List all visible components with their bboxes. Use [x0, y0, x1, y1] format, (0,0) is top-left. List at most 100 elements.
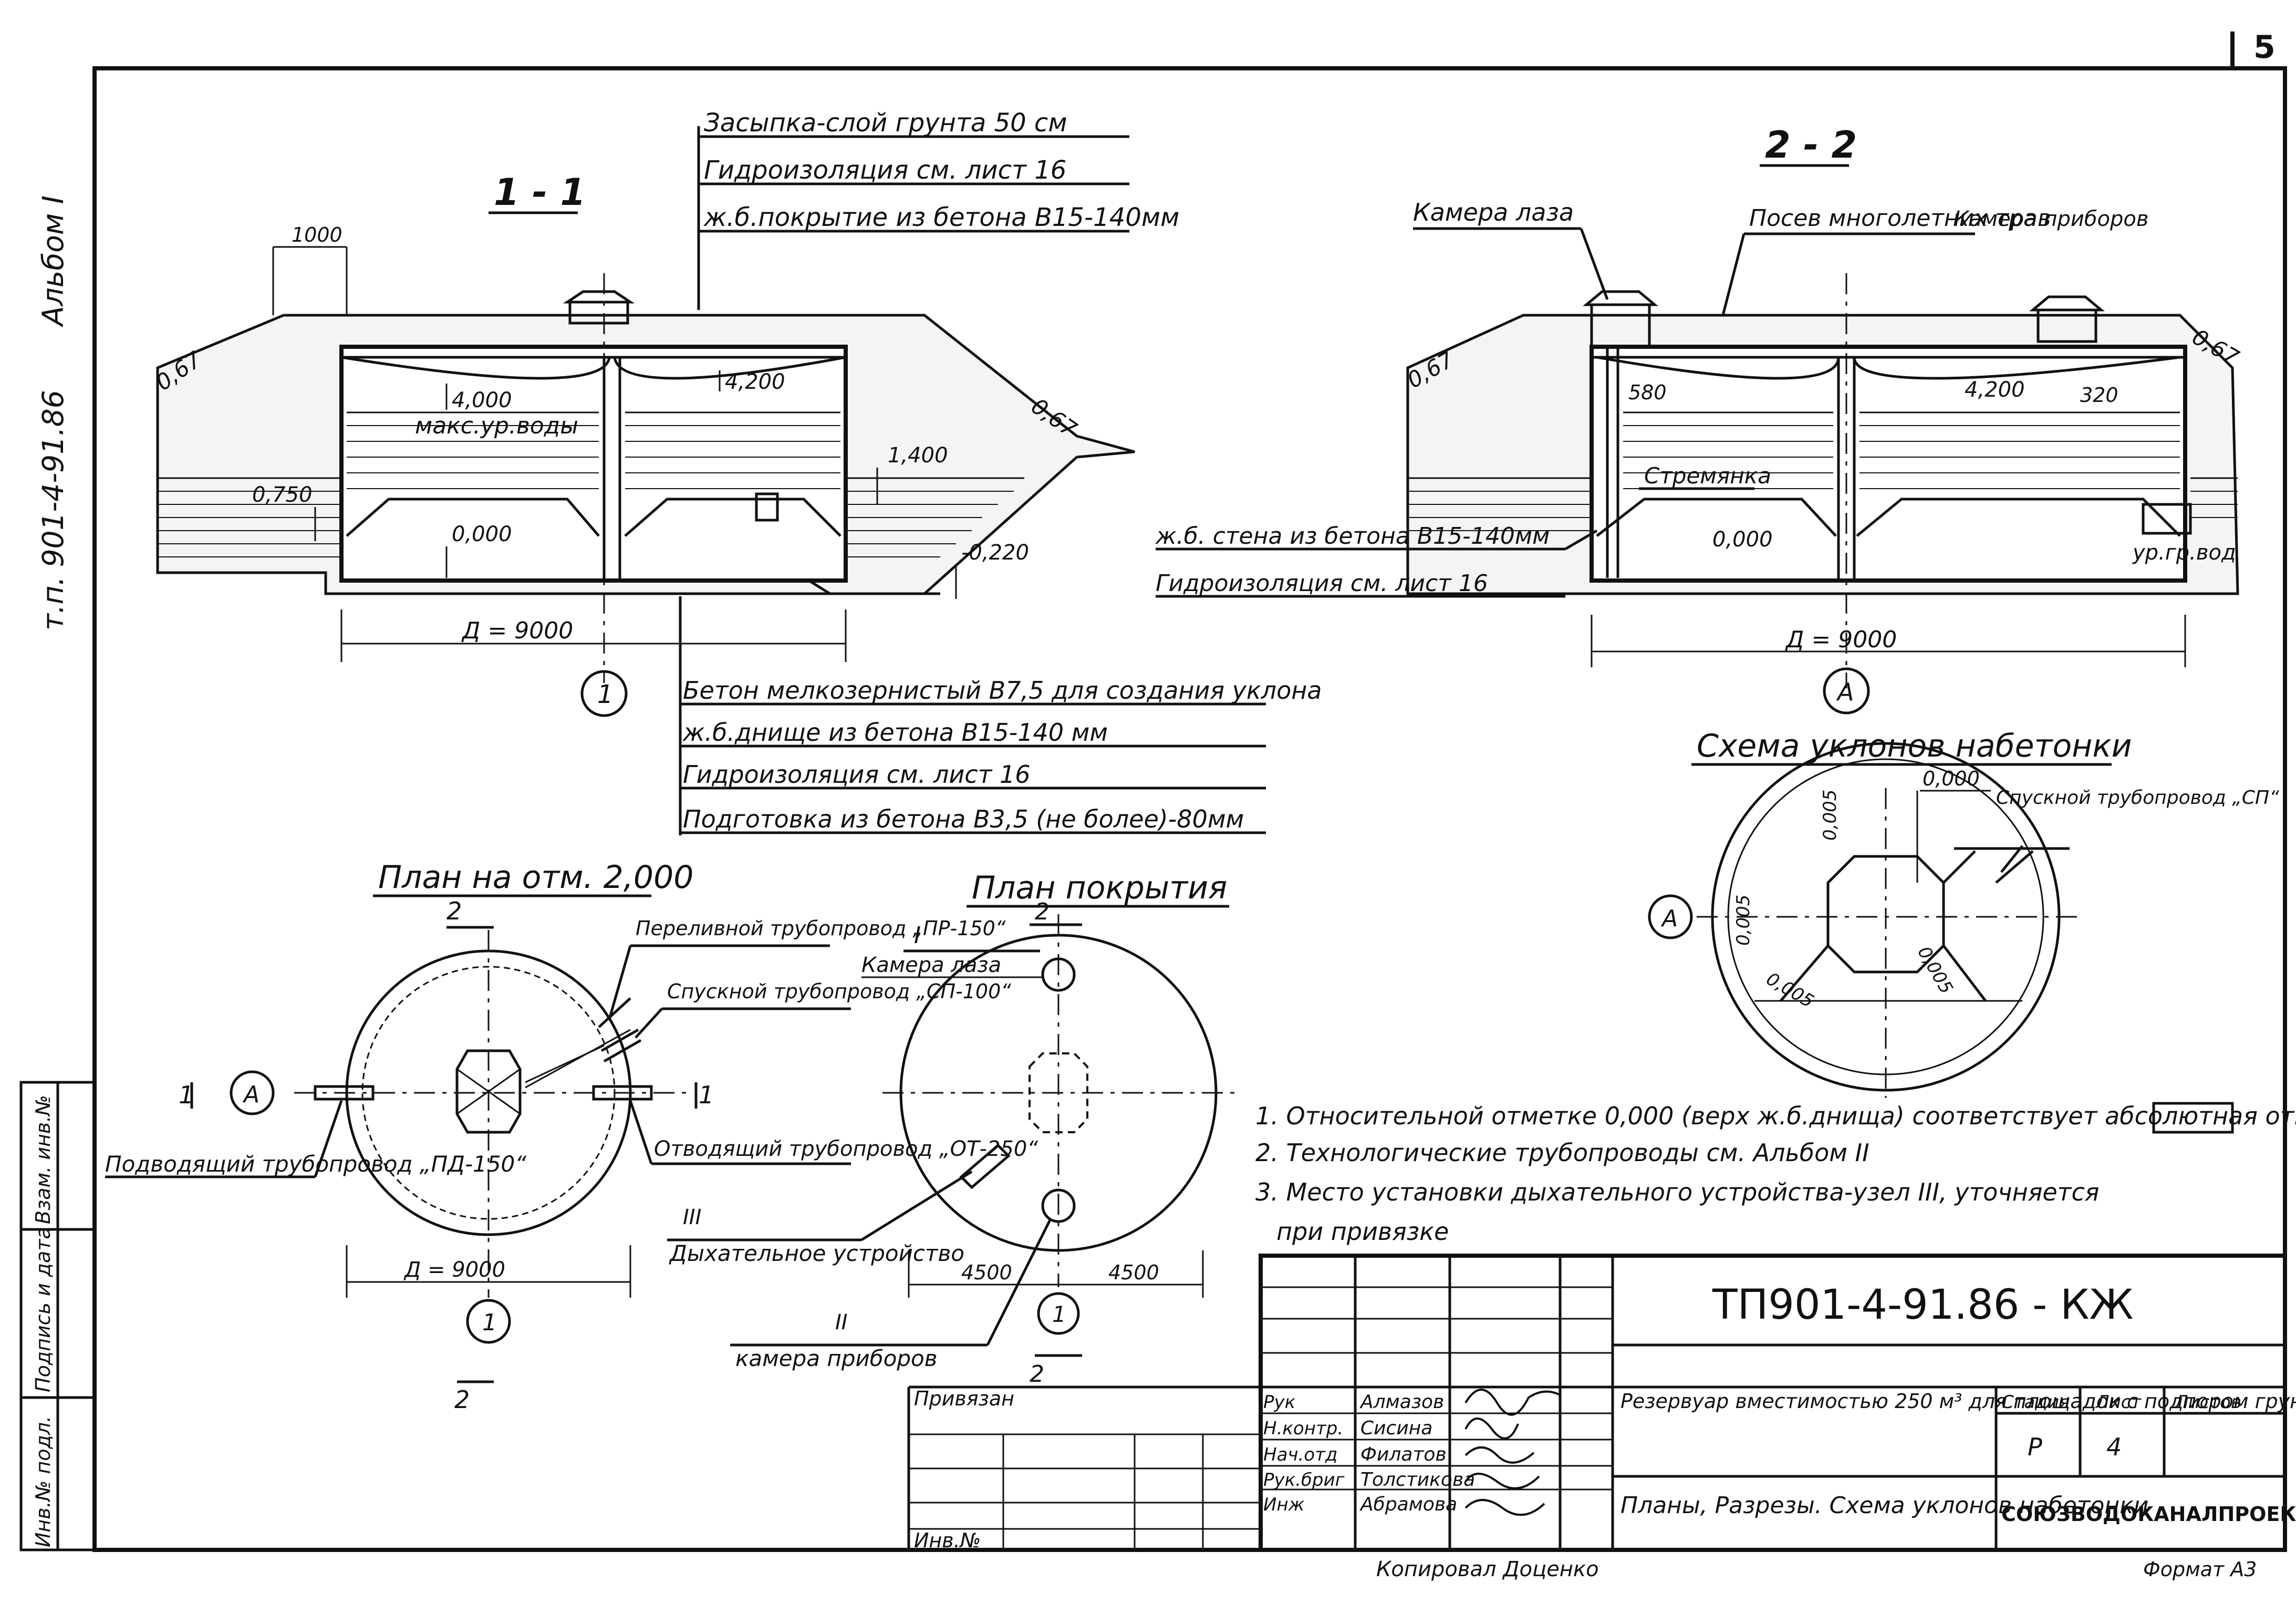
plan-2000-cut-top: 2 [446, 897, 462, 925]
sheet-value: 4 [2106, 1433, 2122, 1461]
section-1-1-base-3: Гидроизоляция см. лист 16 [683, 760, 1031, 789]
section-1-1-diameter: Д = 9000 [461, 617, 573, 644]
plan-cover-cut-bottom: 2 [1030, 1361, 1044, 1388]
plan-2000-axis-a [230, 1070, 275, 1115]
section-1-1-base-2: ж.б.днище из бетона В15-140 мм [682, 718, 1108, 747]
section-2-2-level-4200: 4,200 [1965, 378, 2025, 402]
section-1-1-water [158, 411, 1024, 557]
object-title: Резервуар вместимостью 250 м³ для площад… [1620, 1390, 2296, 1413]
role-4: Рук.бриг [1263, 1470, 1345, 1491]
slope-scheme-slope-bottom: 0,005 [1763, 968, 1817, 1012]
section-1-1-layer-1: Засыпка-слой грунта 50 см [704, 108, 1067, 138]
section-2-2-axis-a-label: А [1836, 678, 1854, 706]
slope-scheme-level-0000: 0,000 [1923, 767, 1980, 790]
signatures [1464, 1389, 1561, 1516]
stage-header: Стадия [2001, 1392, 2070, 1413]
title-block-inv: Инв.№ [914, 1529, 981, 1552]
object-title-text: Резервуар вместимостью 250 м³ для площад… [1620, 1390, 2296, 1413]
section-2-2-manhole-label: Камера лаза [1413, 198, 1574, 226]
name-1: Алмазов [1359, 1391, 1444, 1413]
plan-2000-cut-1-right: 1 [699, 1081, 714, 1109]
plan-2000-diameter: Д = 9000 [403, 1258, 505, 1282]
sheet-title: Планы, Разрезы. Схема уклонов набетонки [1620, 1492, 2148, 1519]
plan-cover-instruments-label: камера приборов [735, 1346, 938, 1371]
note-3: 3. Место установки дыхательного устройст… [1255, 1178, 2099, 1206]
note-1: 1. Относительной отметке 0,000 (верх ж.б… [1255, 1102, 2296, 1130]
slope-scheme: Схема уклонов набетонки 0,000 Спускной т… [1648, 728, 2279, 1098]
plan-2000-cut-bottom: 2 [454, 1385, 470, 1414]
album-label: Альбом I [36, 195, 70, 327]
section-2-2-dim-320: 320 [2080, 384, 2118, 407]
section-2-2-dim-580: 580 [1628, 381, 1667, 404]
role-1: Рук [1263, 1392, 1296, 1413]
section-1-1-dim-top: 1000 [292, 223, 342, 246]
side-stamp-sign: Подпись и дата [32, 1227, 55, 1392]
section-1-1: 1 - 1 [151, 108, 1322, 835]
slope-scheme-drain-label: Спускной трубопровод „СП“ [1996, 787, 2279, 809]
section-2-2-tank [1589, 345, 2187, 583]
side-stamp-replace: Взам. инв.№ [32, 1095, 55, 1224]
note-1-blank-box [2152, 1102, 2234, 1134]
role-5: Инж [1263, 1494, 1305, 1515]
slope-scheme-slope-left: 0,005 [1733, 895, 1754, 946]
plan-2000-drain: Спускной трубопровод „СП-100“ [667, 980, 1011, 1003]
section-1-1-tank [339, 345, 848, 583]
section-1-1-level-m0220: -0,220 [961, 541, 1029, 565]
section-2-2-diameter: Д = 9000 [1785, 626, 1897, 653]
slope-scheme-axis-a-label: А [1660, 905, 1678, 932]
sheets-header: Листов [2174, 1392, 2241, 1413]
plan-2000-axis-1-label: 1 [482, 1309, 497, 1336]
note-3-cont: при привязке [1276, 1217, 1449, 1246]
slope-scheme-slope-top: 0,005 [1820, 790, 1841, 841]
plan-cover: План покрытия 2 2 I Камера лаза III Дыха… [667, 870, 1234, 1388]
organization: СОЮЗВОДОКАНАЛПРОЕКТ [2001, 1503, 2296, 1526]
plan-2000-overflow: Переливной трубопровод „ПР-150“ [636, 917, 1006, 940]
title-block: Привязан Инв.№ Рук Н.контр. Нач.отд Рук.… [907, 1254, 2296, 1581]
stage-value: Р [2028, 1433, 2042, 1461]
section-1-1-axis-1 [580, 670, 628, 717]
name-2: Сисина [1360, 1418, 1432, 1439]
section-2-2-title: 2 - 2 [1765, 123, 1857, 167]
role-2: Н.контр. [1263, 1418, 1343, 1439]
copied-by: Копировал Доценко [1376, 1557, 1599, 1581]
section-2-2-ladder: Стремянка [1644, 463, 1771, 489]
plan-cover-axis-1 [1037, 1292, 1080, 1335]
plan-cover-axis-1-label: 1 [1052, 1301, 1066, 1327]
sheet-format: Формат А3 [2143, 1558, 2257, 1581]
section-1-1-base-4: Подготовка из бетона В3,5 (не более)-80м… [683, 805, 1244, 833]
plan-2000-axis-a-label: А [242, 1081, 259, 1108]
section-1-1-level-1400: 1,400 [888, 443, 948, 468]
sheet-header: Лист [2095, 1392, 2142, 1413]
section-2-2-grass-label: Посев многолетних трав [1749, 205, 2051, 232]
section-1-1-level-4000: 4,000 [452, 388, 512, 412]
section-2-2-wall-label: ж.б. стена из бетона В15-140мм [1155, 523, 1550, 550]
section-1-1-title: 1 - 1 [494, 171, 586, 214]
plan-2000-axis-1 [466, 1299, 511, 1344]
name-4: Толстикова [1360, 1469, 1475, 1491]
name-5: Абрамова [1359, 1494, 1457, 1515]
section-2-2-hydro-label: Гидроизоляция см. лист 16 [1156, 570, 1488, 597]
plan-2000-title: План на отм. 2,000 [378, 859, 693, 896]
notes: 1. Относительной отметке 0,000 (верх ж.б… [1255, 1102, 2296, 1246]
name-3: Филатов [1360, 1444, 1447, 1465]
plan-cover-cut-top: 2 [1035, 898, 1050, 925]
section-1-1-level-4200: 4,200 [725, 370, 785, 394]
section-2-2-grass-label-text: Посев многолетних трав [1749, 205, 2051, 232]
page-number: 5 [2253, 29, 2276, 66]
section-2-2-level-0000: 0,000 [1712, 527, 1773, 552]
section-2-2: 2 - 2 [1155, 123, 2243, 715]
plan-cover-manhole-label: Камера лаза [861, 953, 1001, 977]
section-1-1-layer-2: Гидроизоляция см. лист 16 [704, 156, 1066, 185]
side-stamp-orig: Инв.№ подл. [32, 1416, 55, 1547]
section-1-1-base-1: Бетон мелкозернистый В7,5 для создания у… [683, 676, 1322, 705]
sheet-title-text: Планы, Разрезы. Схема уклонов набетонки [1620, 1492, 2148, 1519]
role-3: Нач.отд [1263, 1444, 1337, 1465]
doc-code: ТП901-4-91.86 - КЖ [1712, 1281, 2134, 1329]
section-1-1-level-0750: 0,750 [252, 483, 313, 507]
section-1-1-level-0000: 0,000 [452, 522, 512, 546]
plan-2000-outlet: Отводящий трубопровод „ОТ-250“ [654, 1137, 1038, 1161]
section-2-2-instruments-label: Камера приборов [1954, 207, 2148, 231]
section-1-1-axis-1-label: 1 [597, 680, 614, 709]
section-1-1-max-water: макс.ур.воды [415, 412, 578, 439]
